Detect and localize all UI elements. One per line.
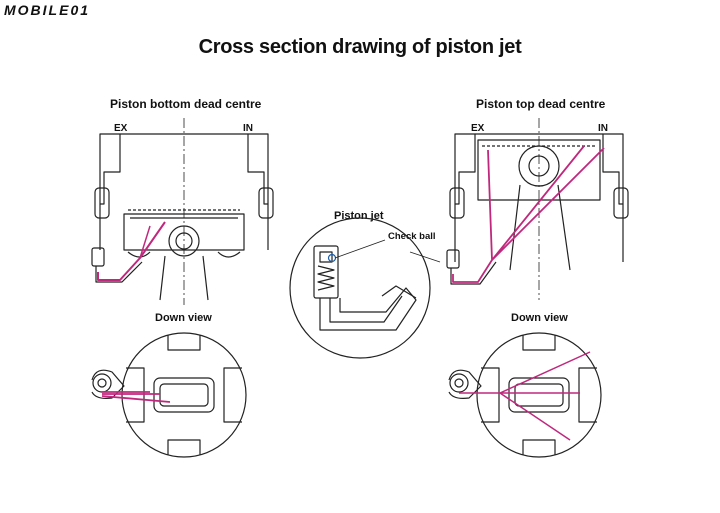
- piston-jet-detail: [289, 217, 441, 359]
- left-oil-spray: [97, 221, 166, 281]
- page-title: Cross section drawing of piston jet: [198, 36, 522, 58]
- right-down-view-label: Down view: [511, 312, 568, 324]
- left-down-spray: [101, 391, 171, 403]
- right-down-spray: [459, 351, 591, 441]
- left-jet-nozzle: [91, 247, 143, 283]
- left-piston-section: [94, 118, 274, 305]
- right-in-label: IN: [598, 123, 608, 134]
- right-oil-spray: [452, 145, 605, 283]
- right-piston-section: [449, 118, 629, 300]
- check-ball-label: Check ball: [388, 231, 436, 242]
- left-heading: Piston bottom dead centre: [110, 97, 262, 111]
- right-heading: Piston top dead centre: [476, 97, 606, 111]
- left-ex-label: EX: [114, 123, 128, 134]
- right-down-view: [448, 332, 602, 458]
- left-oil-spray-2: [139, 225, 151, 259]
- left-down-view: [91, 332, 247, 458]
- right-jet-nozzle: [446, 249, 497, 285]
- left-down-view-label: Down view: [155, 312, 212, 324]
- right-ex-label: EX: [471, 123, 485, 134]
- watermark-logo: MOBILE01: [4, 2, 91, 18]
- left-in-label: IN: [243, 123, 253, 134]
